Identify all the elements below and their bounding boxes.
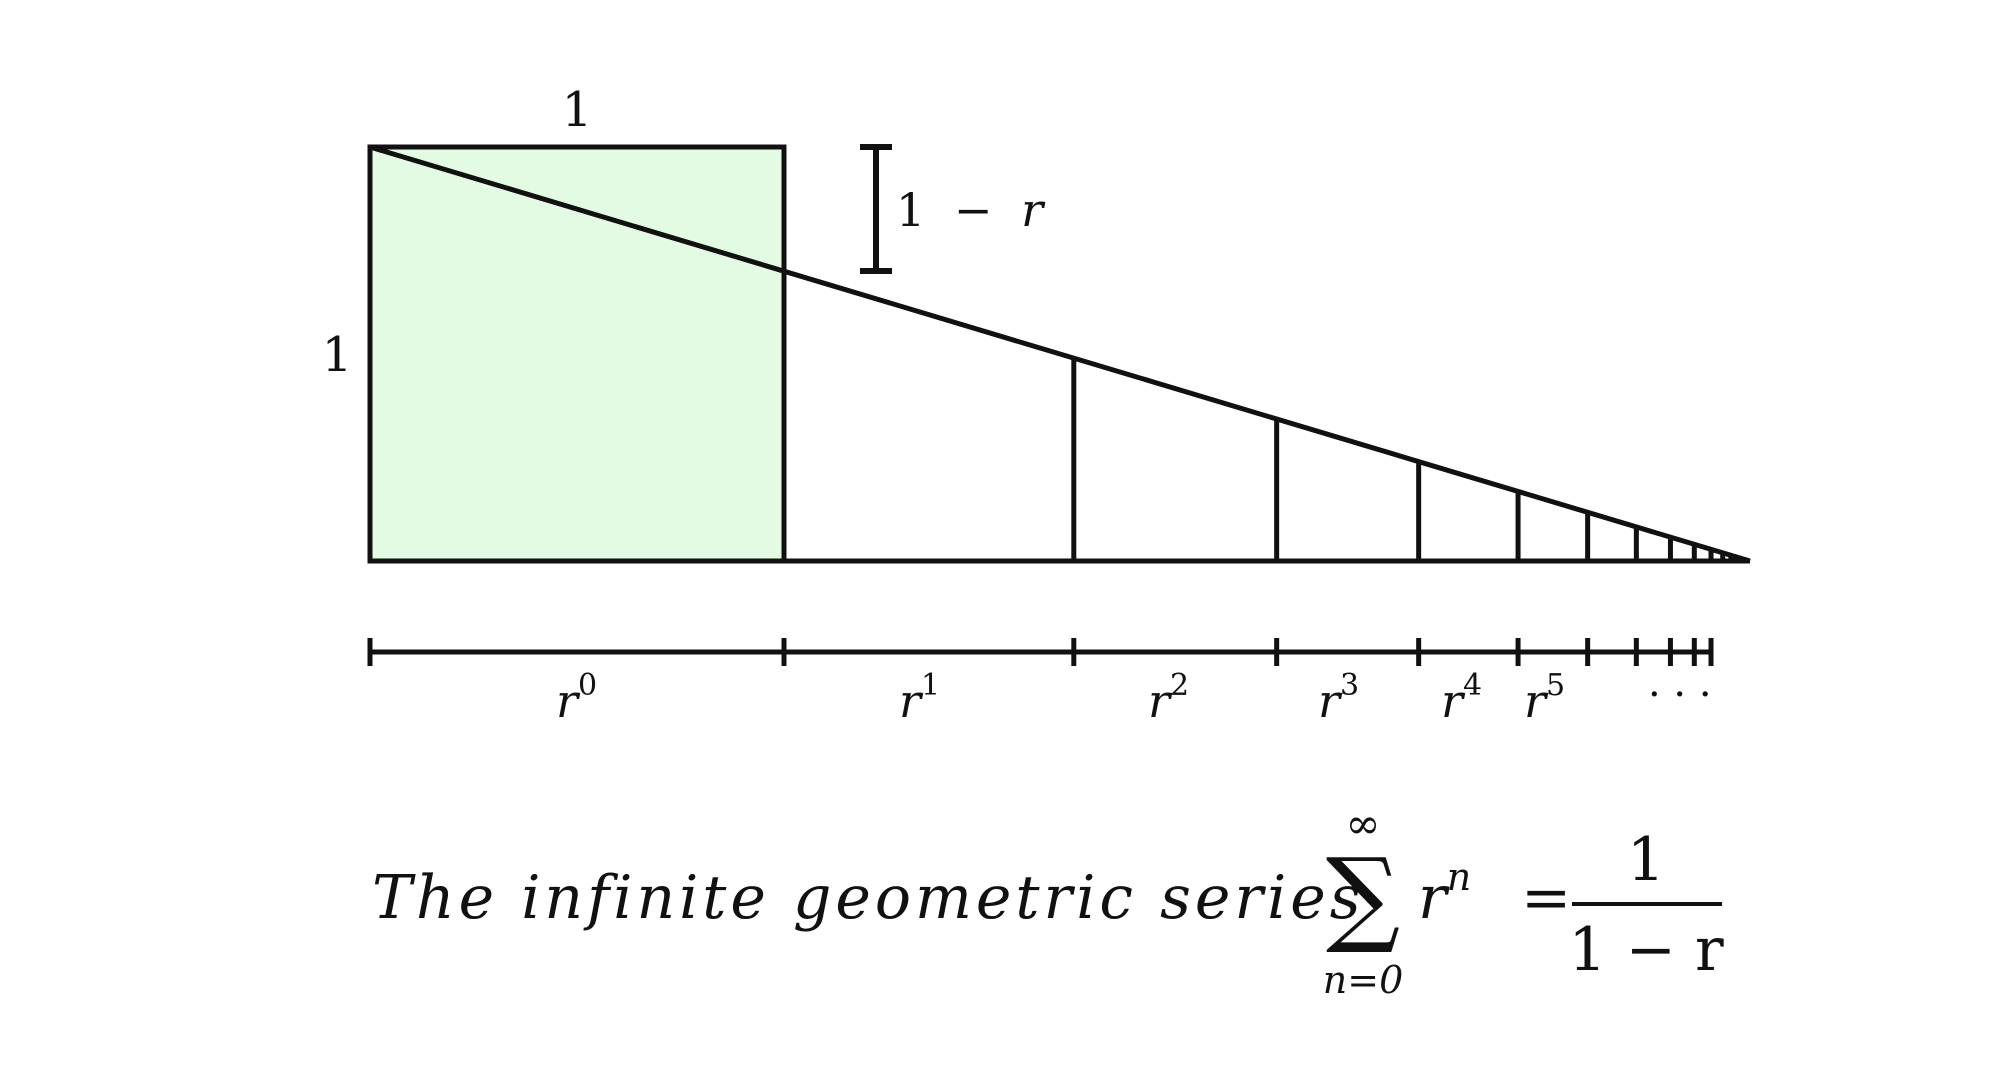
segment-exp-r0: 0 [578,668,597,703]
series-formula: The infinite geometric series ∞ ∑ n=0 rn… [372,799,1724,1002]
formula-term-base: r [1418,863,1450,933]
segment-exp-r3: 3 [1340,668,1359,703]
segment-exp-r2: 2 [1170,668,1189,703]
segment-labels: r0 r1 r2 r3 r4 r5 · · · [556,668,1712,728]
height-drop-minus: − [954,183,993,237]
segment-exp-r1: 1 [921,668,940,703]
formula-upper-limit: ∞ [1346,799,1381,848]
formula-sum-symbol: ∑ [1326,835,1400,957]
segment-label-r1: r1 [899,668,940,728]
height-drop-label: 1 − r [896,183,1046,237]
formula-equals: = [1521,863,1571,933]
segment-exp-r5: 5 [1546,668,1565,703]
height-drop-one: 1 [896,183,925,237]
segment-label-r0: r0 [556,668,597,728]
segment-exp-r4: 4 [1463,668,1482,703]
square-top-label: 1 [562,82,593,138]
segment-label-r4: r4 [1441,668,1482,728]
formula-term: rn [1418,855,1471,933]
square-side-label: 1 [322,327,353,383]
segment-ellipsis: · · · [1648,672,1712,718]
formula-denominator: 1 − r [1568,915,1724,985]
triangle-hypotenuse [369,144,1751,564]
height-drop-r: r [1021,183,1046,237]
number-line-ticks [367,638,1714,666]
formula-caption: The infinite geometric series [372,863,1365,933]
unit-square [367,144,787,564]
segment-label-r3: r3 [1318,668,1359,728]
formula-numerator: 1 [1627,825,1665,895]
segment-label-r2: r2 [1148,668,1189,728]
formula-term-exp: n [1447,855,1471,899]
height-drop-bracket [860,144,892,274]
formula-lower-limit: n=0 [1323,958,1404,1002]
segment-label-r5: r5 [1524,668,1565,728]
